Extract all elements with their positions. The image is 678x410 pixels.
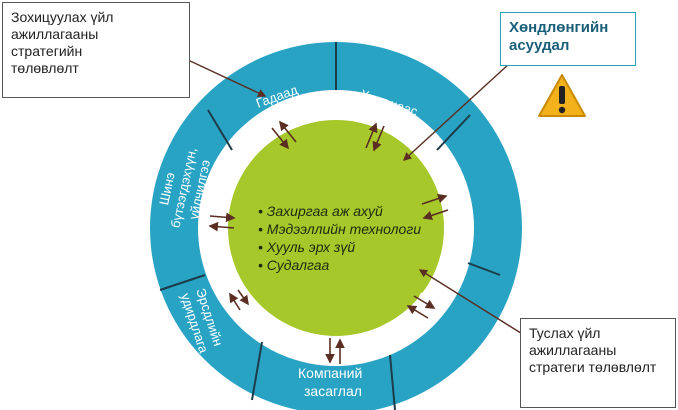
callout-strategy-plan: Зохицуулах үйл ажиллагааны стратегийн тө… bbox=[2, 2, 190, 98]
ring-dividers bbox=[159, 42, 501, 410]
segment-label-corporate-governance: Компаний засаглал bbox=[298, 365, 366, 399]
center-item-3: • Хууль эрх зүй bbox=[258, 239, 355, 255]
center-item-2: • Мэдээллийн технологи bbox=[258, 221, 421, 237]
center-circle bbox=[228, 120, 444, 336]
exchange-arrows bbox=[208, 120, 449, 364]
warning-icon bbox=[538, 74, 586, 117]
center-item-4: • Судалгаа bbox=[258, 257, 330, 273]
callout-background-issue: Хөндлөнгийн асуудал bbox=[500, 12, 636, 66]
segment-label-consumer-protection: Эрсдлийн удирдлага bbox=[178, 286, 227, 356]
callout-support-plan: Туслах үйл ажиллагааны стратеги төлөвлөл… bbox=[520, 318, 676, 408]
center-item-1: • Захиргаа аж ахуй bbox=[258, 203, 383, 219]
